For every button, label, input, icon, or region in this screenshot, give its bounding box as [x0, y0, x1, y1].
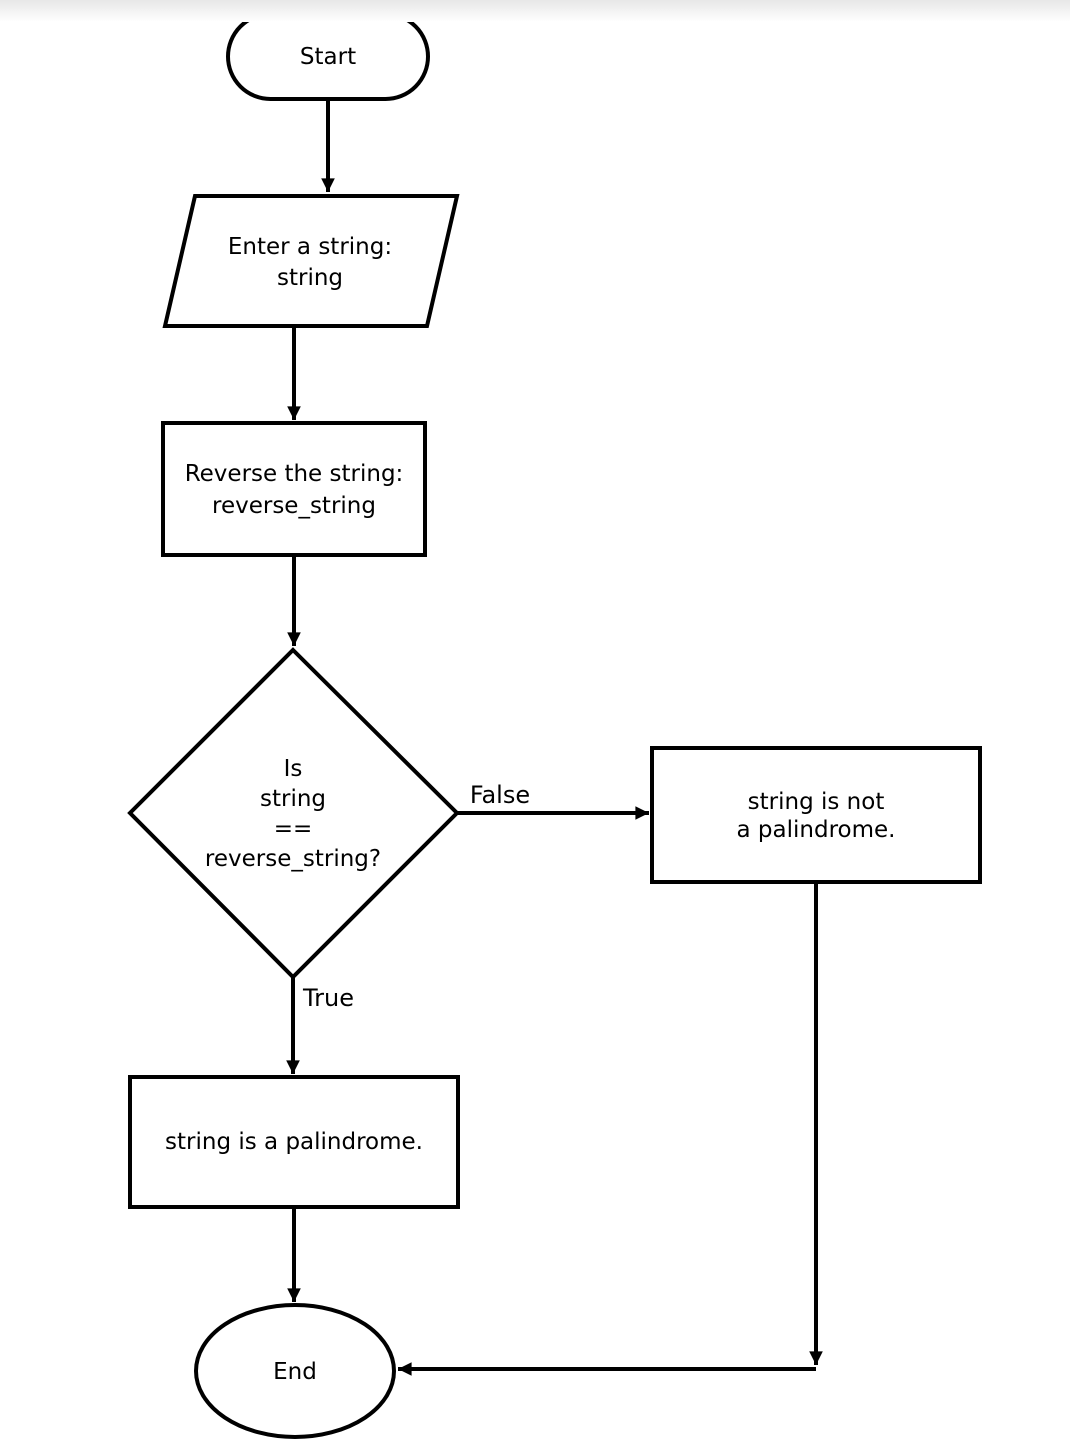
edge-label-false: False: [470, 781, 530, 809]
reverse-label-line1: Reverse the string:: [185, 461, 404, 487]
palindrome-rectangle-shape: [128, 1075, 460, 1209]
not-palindrome-rectangle-shape: [650, 746, 982, 884]
decision-label-line2: string: [260, 786, 326, 812]
start-label: Start: [300, 44, 356, 70]
input-parallelogram-shape: [162, 194, 460, 328]
node-not-palindrome: string is not a palindrome.: [650, 746, 982, 884]
reverse-rectangle-shape: [161, 421, 427, 557]
node-start: Start: [226, 12, 430, 101]
node-reverse: Reverse the string: reverse_string: [161, 421, 427, 557]
not-palindrome-label-line1: string is not: [748, 789, 885, 815]
palindrome-label: string is a palindrome.: [165, 1129, 423, 1155]
node-palindrome: string is a palindrome.: [128, 1075, 460, 1209]
end-terminator-shape: [194, 1303, 396, 1439]
decision-label-line1: Is: [284, 756, 303, 782]
input-label-line1: Enter a string:: [228, 234, 392, 260]
node-decision: Is string == reverse_string?: [127, 647, 460, 980]
edges: False True: [286, 99, 823, 1376]
node-end: End: [194, 1303, 396, 1439]
edge-label-true: True: [302, 984, 354, 1012]
node-input: Enter a string: string: [162, 194, 460, 328]
decision-label-line4: reverse_string?: [205, 846, 381, 872]
not-palindrome-label-line2: a palindrome.: [737, 817, 896, 843]
reverse-label-line2: reverse_string: [212, 493, 376, 519]
decision-diamond-shape: [127, 647, 460, 980]
end-label: End: [273, 1359, 317, 1385]
decision-label-line3: ==: [274, 816, 313, 842]
input-label-line2: string: [277, 265, 343, 291]
